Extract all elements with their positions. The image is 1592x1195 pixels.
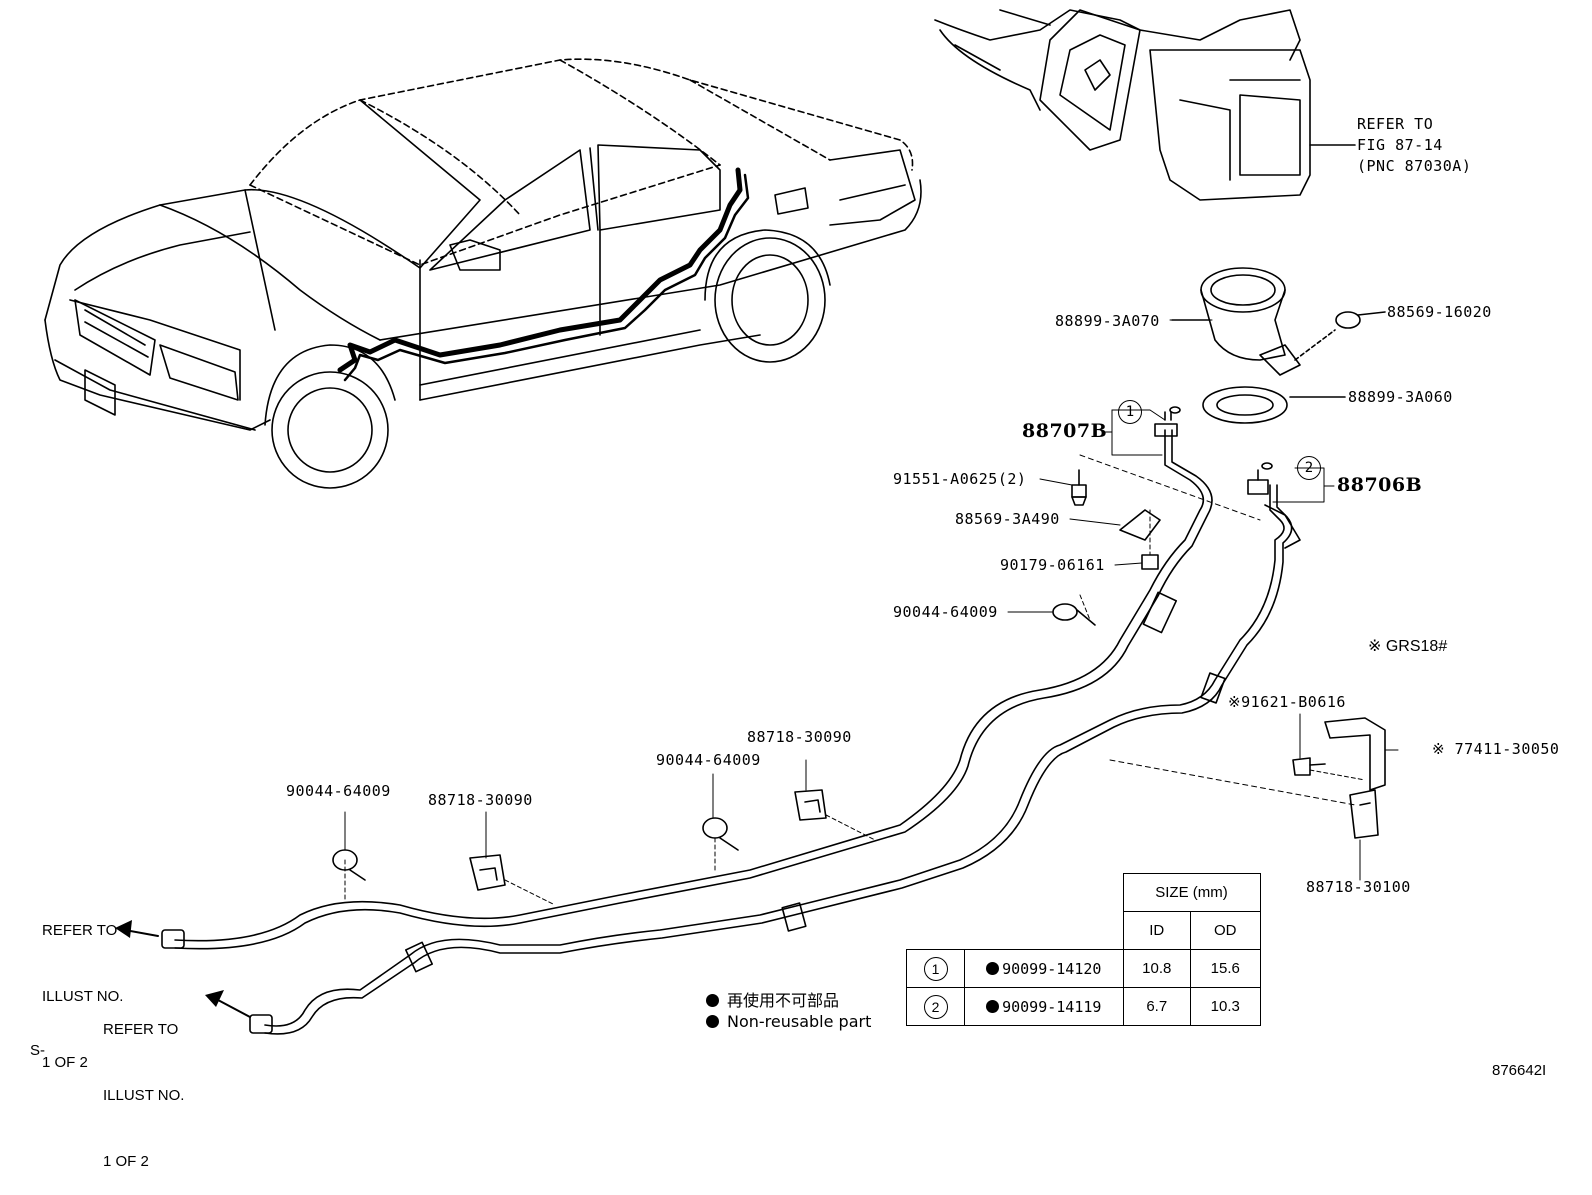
part-label-88899-3a060: 88899-3A060 xyxy=(1348,388,1453,406)
small-parts xyxy=(332,469,1386,891)
legend-en: Non-reusable part xyxy=(706,1012,871,1031)
refer-illust-lower-line3: 1 OF 2 xyxy=(103,1153,149,1170)
size-row-od: 10.3 xyxy=(1189,987,1261,1026)
size-table: SIZE (mm) ID OD 1 90099-14120 10.8 15.6 … xyxy=(906,873,1261,1026)
size-row-od: 15.6 xyxy=(1189,949,1261,988)
part-label-88899-3a070: 88899-3A070 xyxy=(1055,312,1160,330)
part-label-88707b: 88707B xyxy=(1022,420,1108,442)
refer-fig-line1: REFER TO xyxy=(1357,115,1434,133)
callout-1: 1 xyxy=(1118,400,1142,424)
size-table-row: 2 90099-14119 6.7 10.3 xyxy=(906,987,1261,1026)
size-table-col-id: ID xyxy=(1122,911,1191,950)
part-label-77411-30050: ※ 77411-30050 xyxy=(1432,740,1560,758)
size-row-id: 10.8 xyxy=(1122,949,1191,988)
refer-illust-lower-line2: ILLUST NO. xyxy=(103,1087,185,1104)
size-table-row: 1 90099-14120 10.8 15.6 xyxy=(906,949,1261,988)
model-note-grs18: ※ GRS18# xyxy=(1368,638,1448,655)
figure-id: 876642I xyxy=(1492,1062,1547,1079)
non-reusable-dot-icon xyxy=(986,999,1000,1013)
non-reusable-dot-icon xyxy=(986,961,1000,975)
size-table-col-od: OD xyxy=(1189,911,1261,950)
size-row-mark: 2 xyxy=(923,994,948,1019)
part-label-90179-06161: 90179-06161 xyxy=(1000,556,1105,574)
part-label-90044-64009-left: 90044-64009 xyxy=(286,782,391,800)
legend-en-text: Non-reusable part xyxy=(727,1012,872,1031)
part-label-88569-3a490: 88569-3A490 xyxy=(955,510,1060,528)
refer-fig-line3: (PNC 87030A) xyxy=(1357,157,1472,175)
car-illustration xyxy=(44,58,922,489)
part-label-90044-64009-mid: 90044-64009 xyxy=(656,751,761,769)
legend-dot-icon xyxy=(706,1015,719,1028)
refer-illust-lower: REFER TO ILLUST NO. 1 OF 2 xyxy=(103,975,184,1195)
filler-neck-illustration xyxy=(1171,267,1386,424)
size-row-part: 90099-14119 xyxy=(1002,997,1102,1016)
leader-lines xyxy=(344,319,1399,906)
refer-illust-lower-line1: REFER TO xyxy=(103,1021,179,1038)
refer-fig-line2: FIG 87-14 xyxy=(1357,136,1443,154)
legend-jp: 再使用不可部品 xyxy=(706,987,839,1011)
washer-hoses xyxy=(161,406,1301,1035)
size-row-mark: 1 xyxy=(923,956,948,981)
part-label-88718-30090-left: 88718-30090 xyxy=(428,791,533,809)
washer-reservoir-illustration xyxy=(934,9,1356,201)
size-row-id: 6.7 xyxy=(1122,987,1191,1026)
size-table-header: SIZE (mm) xyxy=(1122,873,1261,912)
legend-dot-icon xyxy=(706,994,719,1007)
part-label-90044-64009-top: 90044-64009 xyxy=(893,603,998,621)
callout-2: 2 xyxy=(1297,456,1321,480)
refer-illust-upper-line3: 1 OF 2 xyxy=(42,1054,88,1071)
legend-jp-text: 再使用不可部品 xyxy=(727,991,840,1010)
refer-illust-upper: REFER TO ILLUST NO. 1 OF 2 xyxy=(42,876,123,1096)
refer-illust-upper-line1: REFER TO xyxy=(42,922,118,939)
parts-diagram xyxy=(44,9,1399,1035)
part-label-88569-16020: 88569-16020 xyxy=(1387,303,1492,321)
footer-left-code: S- xyxy=(30,1042,45,1059)
refer-illust-upper-line2: ILLUST NO. xyxy=(42,988,124,1005)
part-label-91551-a0625: 91551-A0625(2) xyxy=(893,470,1027,488)
part-label-88718-30090-right: 88718-30090 xyxy=(747,728,852,746)
part-label-91621-b0616: ※91621-B0616 xyxy=(1228,693,1346,711)
part-label-88718-30100: 88718-30100 xyxy=(1306,878,1411,896)
part-label-88706b: 88706B xyxy=(1337,474,1423,496)
size-row-part: 90099-14120 xyxy=(1002,959,1102,978)
